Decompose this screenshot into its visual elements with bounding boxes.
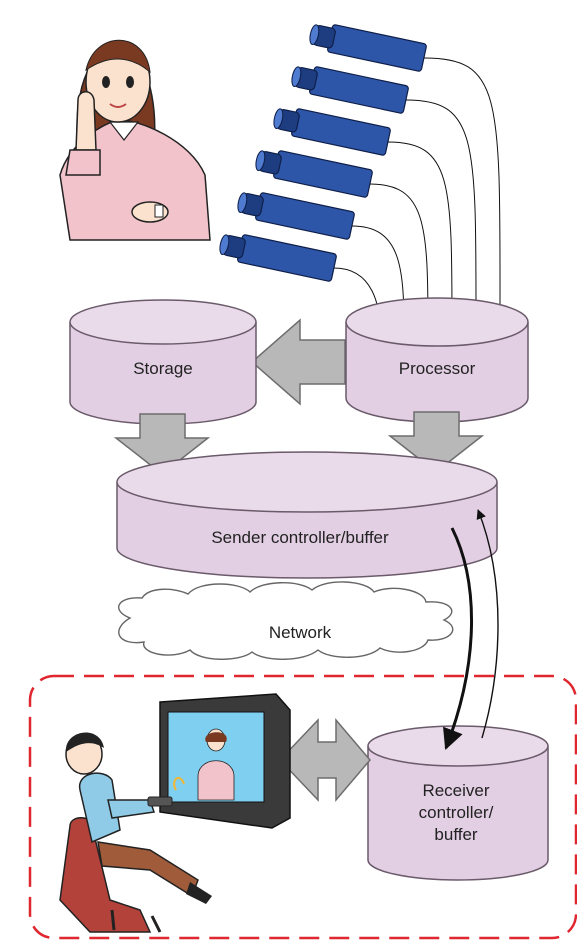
processor-label: Processor <box>399 359 476 378</box>
camera-4 <box>255 150 373 198</box>
camera-5 <box>237 192 355 240</box>
sender-label: Sender controller/buffer <box>211 528 389 547</box>
network-cloud: Network <box>117 581 454 660</box>
storage-cylinder: Storage <box>69 299 257 425</box>
receiver-side-dashed-box <box>28 674 577 940</box>
processor-to-storage-arrow <box>250 318 346 406</box>
storage-label: Storage <box>133 359 193 378</box>
receiver-label-line-1: Receiver <box>422 781 489 800</box>
tv-receiver-bidirectional-arrow <box>278 717 371 803</box>
camera-1-feed-arrow <box>423 57 503 331</box>
presenter-woman-illustration <box>59 39 211 241</box>
storage-to-sender-arrow <box>113 413 211 475</box>
receiver-to-sender-arrow <box>476 509 499 739</box>
network-label: Network <box>269 623 332 642</box>
tv-monitor <box>159 693 291 829</box>
camera-6 <box>219 234 337 282</box>
receiver-label-line-3: buffer <box>434 825 478 844</box>
camera-2-feed-arrow <box>405 99 479 331</box>
sender-to-receiver-arrow <box>443 527 473 750</box>
camera-4-feed-arrow <box>369 183 431 331</box>
camera-3-feed-arrow <box>387 141 455 331</box>
camera-array <box>219 24 427 282</box>
viewer-man-illustration <box>59 732 212 933</box>
camera-3 <box>273 108 391 156</box>
receiver-controller-buffer-cylinder: Receiver controller/ buffer <box>367 725 549 881</box>
camera-1 <box>309 24 427 72</box>
processor-to-sender-arrow <box>387 411 485 473</box>
camera-feed-arrows <box>333 57 503 331</box>
camera-2 <box>291 66 409 114</box>
processor-cylinder: Processor <box>345 297 529 423</box>
sender-controller-buffer-cylinder: Sender controller/buffer <box>116 451 498 579</box>
receiver-label-line-2: controller/ <box>419 803 494 822</box>
